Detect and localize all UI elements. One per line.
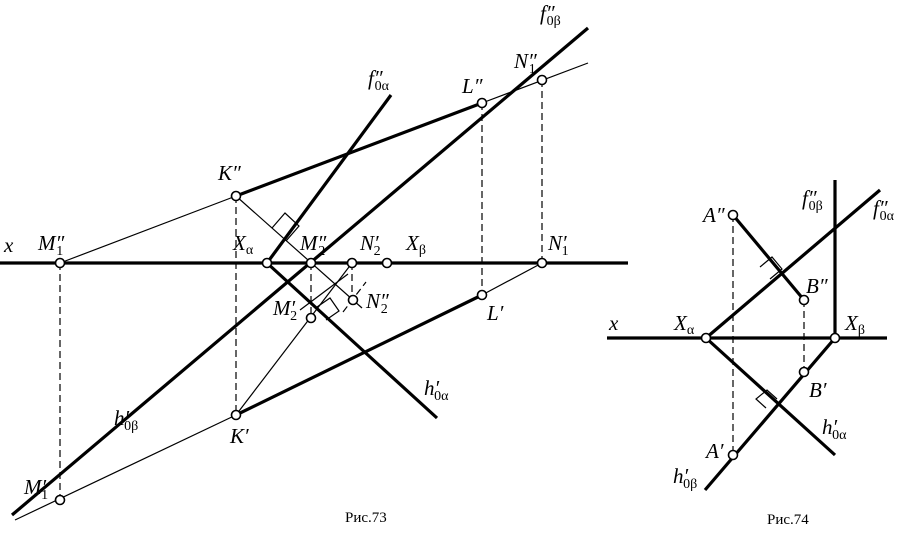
- label-b-horizontal: B′: [809, 378, 827, 402]
- label-k-horizontal: K′: [229, 424, 249, 448]
- point-m1-horizontal: [54, 494, 66, 506]
- trace-f0-alpha: [265, 94, 393, 264]
- label-a-frontal: A″: [701, 203, 725, 227]
- segment-kl-frontal: [235, 101, 483, 198]
- point-n1-frontal: [536, 74, 548, 86]
- right-angle-mark: [755, 389, 778, 409]
- label-n1-horizontal: N′1: [547, 231, 569, 259]
- figure-73: x M″1 K″ Xα M″2 N′2 Xβ N′1 L″ N″1 f″0α f…: [0, 1, 628, 526]
- figure-73-caption: Рис.73: [345, 510, 387, 526]
- trace-h0-alpha: [704, 336, 837, 457]
- line-k-n2-horizontal: [235, 262, 353, 416]
- point-l-frontal: [476, 97, 488, 109]
- label-b-frontal: B″: [806, 274, 828, 298]
- point-m2-horizontal: [305, 312, 317, 324]
- point-n2-horizontal: [346, 257, 358, 269]
- figure-74: x A″ B″ Xα Xβ f″0β f″0α B′ A′ h′0α h′0β …: [607, 180, 895, 528]
- line-m1-k-horizontal: [14, 414, 237, 521]
- trace-h0-beta: [703, 336, 837, 492]
- label-h0-beta: h′0β: [114, 406, 138, 434]
- point-n2-frontal: [347, 294, 359, 306]
- line-l-n1-horizontal: [481, 262, 543, 296]
- construction-dashed: [342, 281, 367, 313]
- trace-h0-alpha: [265, 261, 439, 420]
- label-f0-alpha: f″0α: [368, 66, 390, 94]
- point-b-horizontal: [798, 366, 810, 378]
- point-x-beta: [829, 332, 841, 344]
- perpendicular-horizontal: [299, 273, 349, 311]
- point-l-horizontal: [476, 289, 488, 301]
- line-l-n1-frontal: [481, 62, 589, 104]
- point-x-beta: [381, 257, 393, 269]
- label-n2-horizontal: N′2: [359, 231, 381, 259]
- label-n1-frontal: N″1: [513, 49, 537, 77]
- label-f0-beta: f″0β: [540, 1, 561, 29]
- label-h0-alpha: h′0α: [822, 415, 847, 443]
- label-l-horizontal: L′: [486, 301, 504, 325]
- label-m1-frontal: M″1: [37, 231, 65, 259]
- label-x: x: [608, 311, 619, 335]
- point-m2-frontal: [305, 257, 317, 269]
- label-n2-frontal: N″2: [365, 289, 389, 317]
- perpendicular-frontal: [235, 195, 363, 309]
- segment-kl-horizontal: [235, 293, 483, 417]
- right-angle-mark: [316, 297, 340, 321]
- label-x-alpha: Xα: [673, 311, 695, 338]
- label-h0-alpha: h′0α: [424, 376, 449, 404]
- label-a-horizontal: A′: [704, 439, 724, 463]
- point-n1-horizontal: [536, 257, 548, 269]
- figure-74-caption: Рис.74: [767, 512, 809, 528]
- point-b-frontal: [798, 294, 810, 306]
- right-angle-mark: [759, 256, 783, 280]
- label-m2-frontal: M″2: [299, 231, 327, 259]
- point-x-alpha: [261, 257, 273, 269]
- label-f0-beta: f″0β: [802, 186, 823, 214]
- trace-f0-alpha: [704, 188, 882, 340]
- label-x-alpha: Xα: [232, 231, 254, 258]
- point-k-horizontal: [230, 409, 242, 421]
- label-h0-beta: h′0β: [673, 464, 697, 492]
- label-x: x: [3, 233, 14, 257]
- trace-f0-beta-h0-beta: [10, 26, 590, 517]
- segment-ab-frontal: [731, 213, 806, 302]
- label-x-beta: Xβ: [844, 311, 865, 338]
- right-angle-mark: [271, 212, 300, 242]
- label-x-beta: Xβ: [405, 231, 426, 258]
- label-f0-alpha: f″0α: [873, 196, 895, 224]
- line-m1-k-frontal: [59, 195, 237, 264]
- point-a-horizontal: [727, 449, 739, 461]
- point-m1-frontal: [54, 257, 66, 269]
- point-a-frontal: [727, 209, 739, 221]
- point-k-frontal: [230, 190, 242, 202]
- label-m1-horizontal: M′1: [23, 475, 48, 503]
- label-l-frontal: L″: [461, 74, 483, 98]
- point-x-alpha: [700, 332, 712, 344]
- label-k-frontal: K″: [217, 161, 241, 185]
- label-m2-horizontal: M′2: [272, 296, 297, 324]
